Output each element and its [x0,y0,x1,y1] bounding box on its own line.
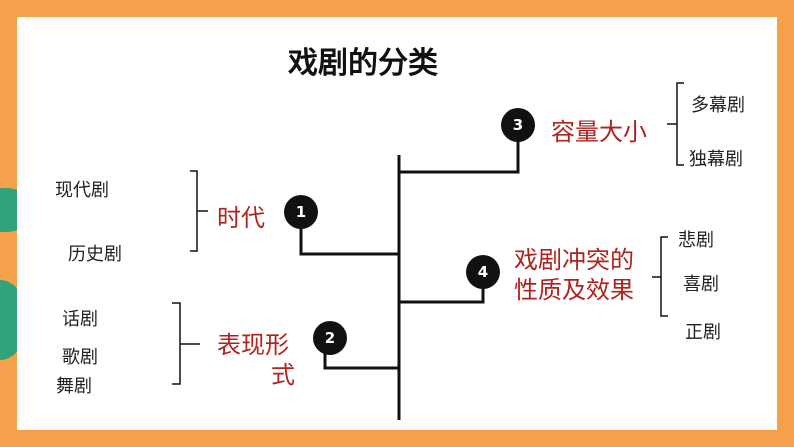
number-badge-3: 3 [501,108,535,142]
item-opera: 歌剧 [62,347,98,368]
category-label-conflict-line2: 性质及效果 [514,276,634,304]
item-comedy: 喜剧 [683,274,719,295]
item-one-act: 独幕剧 [689,149,743,170]
category-label-size: 容量大小 [551,118,647,146]
item-tragedy: 悲剧 [678,230,714,251]
number-badge-4: 4 [466,255,500,289]
item-historical-drama: 历史剧 [68,244,122,265]
page-title: 戏剧的分类 [288,46,438,81]
category-label-form-line2: 式 [271,361,295,389]
category-label-conflict-line1: 戏剧冲突的 [514,246,634,274]
category-label-form-line1: 表现形 [217,331,289,359]
category-label-era: 时代 [217,204,265,232]
item-multi-act: 多幕剧 [691,95,745,116]
item-drama-proper: 正剧 [685,322,721,343]
item-modern-drama: 现代剧 [55,180,109,201]
slide-panel [17,17,777,430]
category-label-conflict: 戏剧冲突的 性质及效果 [514,245,634,305]
item-dance-drama: 舞剧 [56,376,92,397]
item-spoken-drama: 话剧 [62,309,98,330]
number-badge-1: 1 [284,195,318,229]
category-label-form: 表现形 式 [217,330,295,390]
number-badge-2: 2 [313,321,347,355]
